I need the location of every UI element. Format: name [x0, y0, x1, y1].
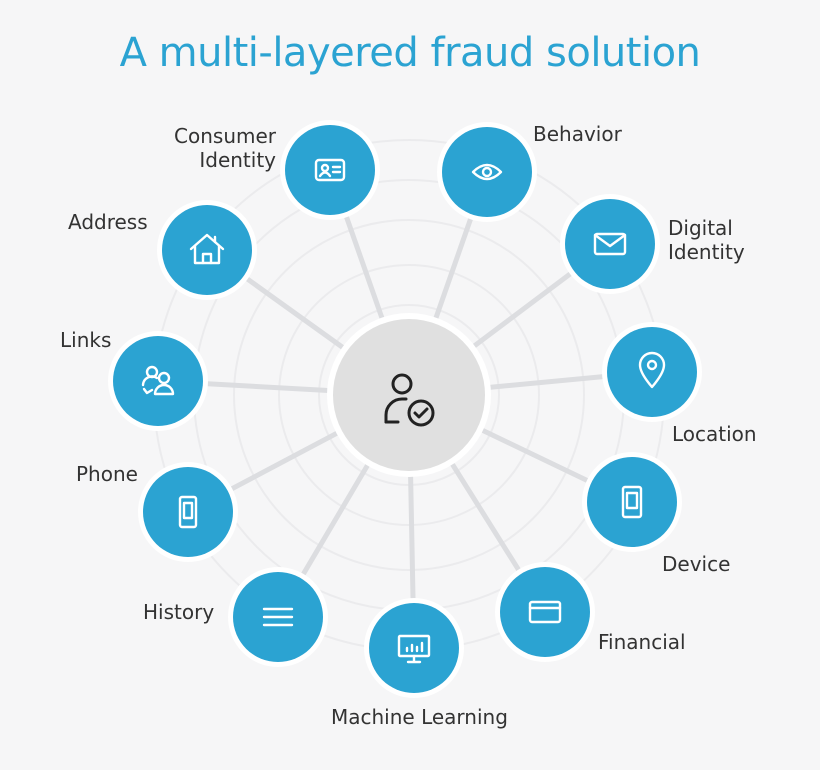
label-links: Links	[60, 328, 111, 352]
node-consumer-identity[interactable]	[280, 120, 380, 220]
label-device: Device	[662, 552, 730, 576]
label-line: Phone	[76, 462, 138, 486]
node-device[interactable]	[582, 452, 682, 552]
label-line: Digital	[668, 216, 733, 240]
node-digital-identity[interactable]	[560, 194, 660, 294]
outer-nodes	[108, 120, 702, 698]
node-location[interactable]	[602, 322, 702, 422]
map-pin-icon	[638, 351, 666, 389]
label-location: Location	[672, 422, 757, 446]
label-financial: Financial	[598, 630, 686, 654]
label-line: Address	[68, 210, 148, 234]
linked-users-icon	[141, 365, 175, 396]
label-line: Identity	[199, 148, 276, 172]
node-phone[interactable]	[138, 462, 238, 562]
center-node[interactable]	[327, 313, 491, 477]
node-address[interactable]	[157, 200, 257, 300]
label-phone: Phone	[76, 462, 138, 486]
label-line: Location	[672, 422, 757, 446]
house-icon	[189, 233, 225, 265]
eye-icon	[471, 163, 503, 181]
node-machine-learning[interactable]	[364, 598, 464, 698]
label-machine-learning: Machine Learning	[331, 705, 508, 729]
label-line: History	[143, 600, 215, 624]
label-line: Behavior	[533, 122, 622, 146]
label-history: History	[143, 600, 214, 624]
credit-card-icon	[528, 600, 562, 624]
list-icon	[262, 607, 294, 627]
label-line: Consumer	[174, 124, 276, 148]
envelope-icon	[593, 232, 627, 256]
phone-icon	[178, 495, 198, 529]
id-card-icon	[314, 158, 346, 182]
node-history[interactable]	[228, 567, 328, 667]
page-title: A multi-layered fraud solution	[119, 30, 701, 76]
node-links[interactable]	[108, 331, 208, 431]
node-behavior[interactable]	[437, 122, 537, 222]
node-financial[interactable]	[495, 562, 595, 662]
user-check-icon	[384, 373, 435, 427]
label-behavior: Behavior	[533, 122, 622, 146]
label-address: Address	[68, 210, 148, 234]
monitor-chart-icon	[397, 634, 431, 664]
label-line: Machine Learning	[331, 705, 508, 729]
tablet-icon	[621, 485, 643, 519]
label-line: Links	[60, 328, 112, 352]
label-line: Financial	[598, 630, 686, 654]
label-line: Identity	[668, 240, 745, 264]
label-line: Device	[662, 552, 731, 576]
